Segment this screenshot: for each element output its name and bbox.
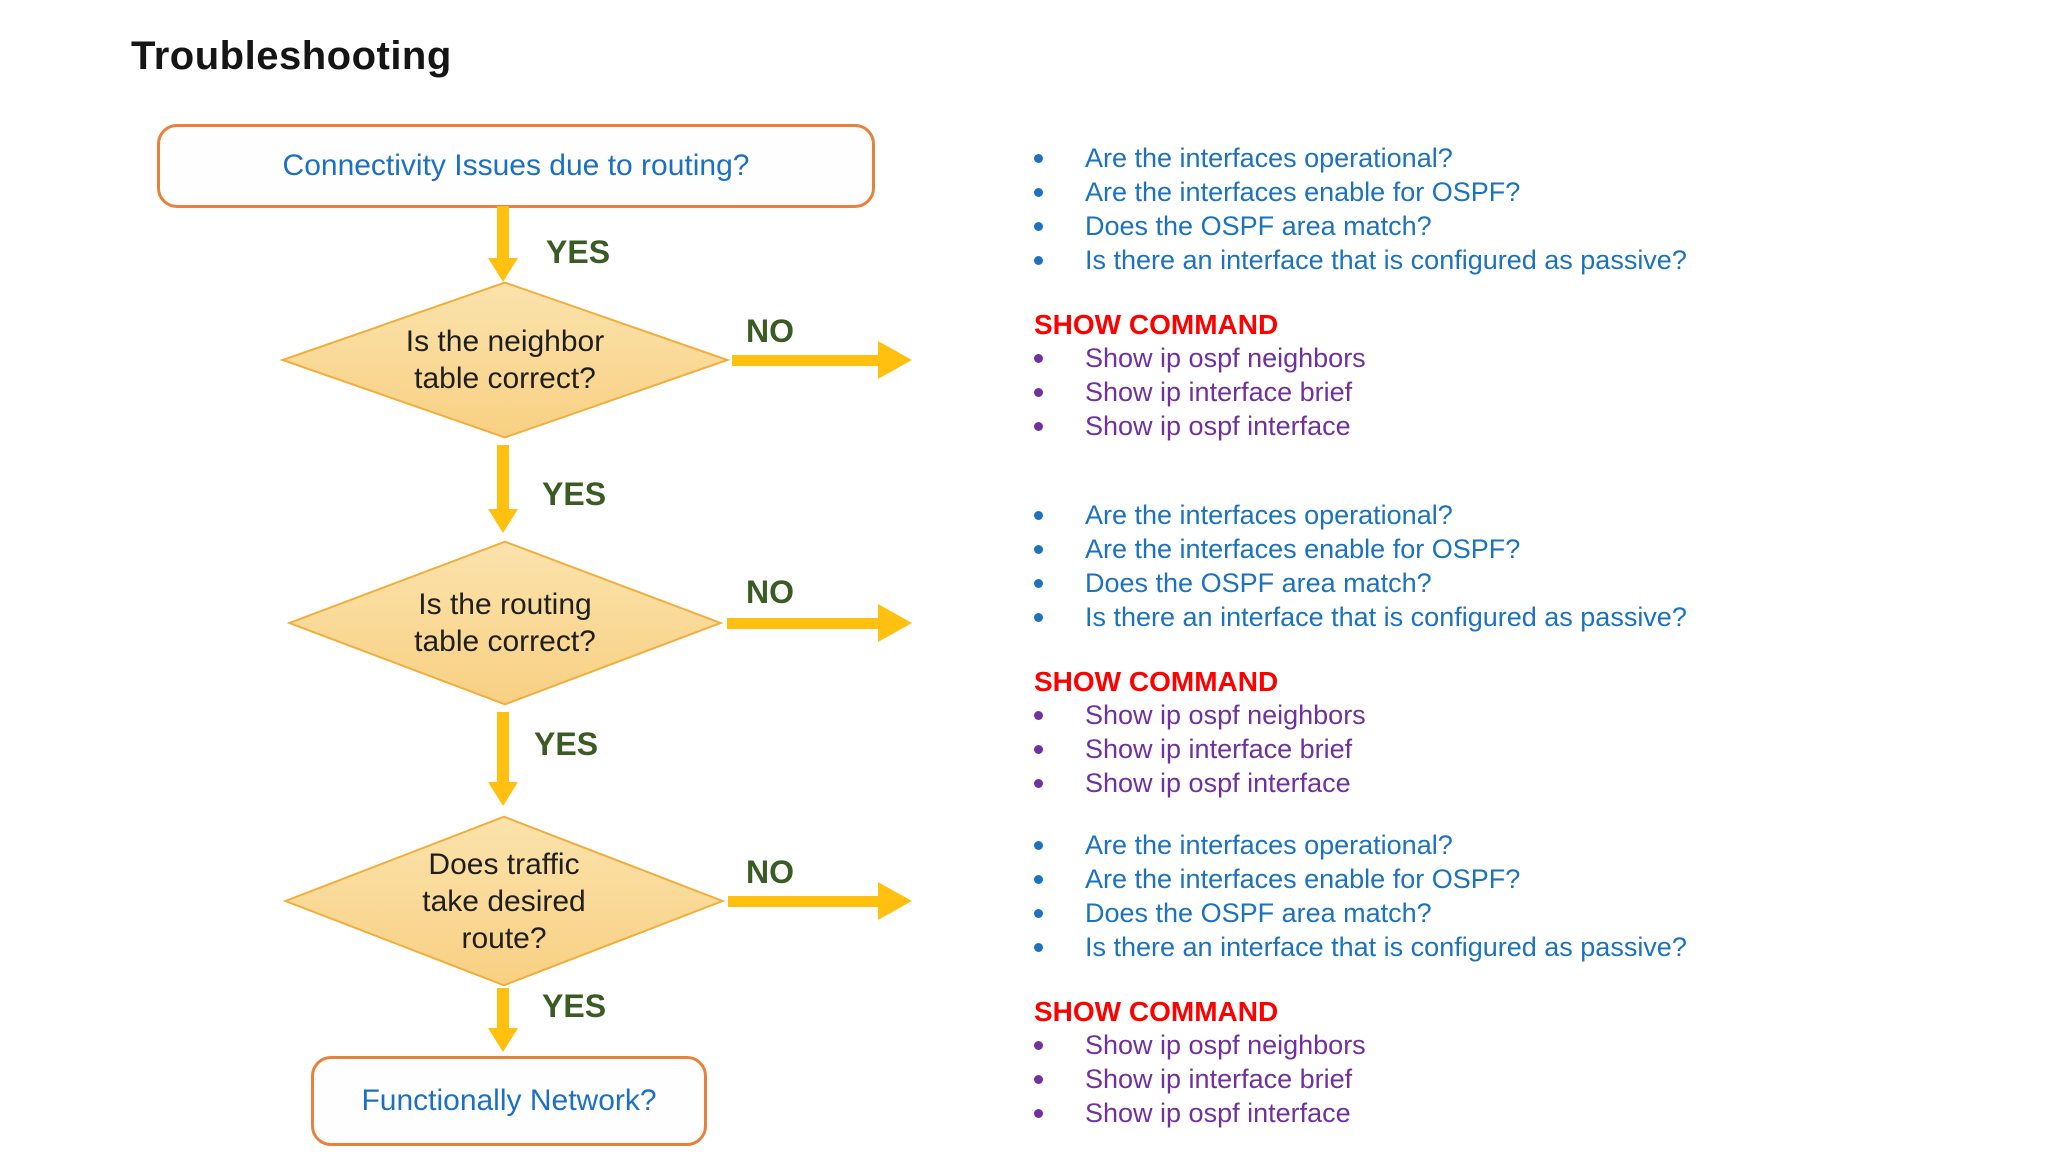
- question-item: Does the OSPF area match?: [1034, 209, 1724, 243]
- question-item: Are the interfaces operational?: [1034, 828, 1724, 862]
- question-item: Are the interfaces enable for OSPF?: [1034, 175, 1724, 209]
- question-item: Are the interfaces enable for OSPF?: [1034, 862, 1724, 896]
- arrow-down-icon: [488, 206, 518, 282]
- yes-label-1: YES: [546, 234, 611, 270]
- end-node-label: Functionally Network?: [361, 1084, 657, 1117]
- command-item: Show ip interface brief: [1034, 375, 1724, 409]
- checklist-panel-2: Are the interfaces operational? Are the …: [1034, 498, 1724, 800]
- diamond-shape-icon: [278, 281, 732, 439]
- bullet-icon: [1034, 544, 1043, 554]
- decision-node-traffic-route: Does traffic take desired route?: [281, 815, 727, 987]
- bullet-icon: [1034, 421, 1043, 431]
- question-item: Are the interfaces operational?: [1034, 498, 1724, 532]
- bullet-icon: [1034, 874, 1043, 884]
- bullet-icon: [1034, 153, 1043, 163]
- checklist-panel-3: Are the interfaces operational? Are the …: [1034, 828, 1724, 1130]
- diamond-shape-icon: [285, 540, 725, 706]
- bullet-icon: [1034, 510, 1043, 520]
- page-title: Troubleshooting: [131, 34, 452, 78]
- bullet-icon: [1034, 744, 1043, 754]
- checklist-panel-1: Are the interfaces operational? Are the …: [1034, 141, 1724, 443]
- start-node: Connectivity Issues due to routing?: [157, 124, 875, 208]
- command-item: Show ip interface brief: [1034, 1062, 1724, 1096]
- bullet-icon: [1034, 578, 1043, 588]
- question-item: Does the OSPF area match?: [1034, 896, 1724, 930]
- command-item: Show ip ospf neighbors: [1034, 341, 1724, 375]
- bullet-icon: [1034, 1108, 1043, 1118]
- show-command-heading: SHOW COMMAND: [1034, 309, 1279, 340]
- decision-label: Is the routing table correct?: [414, 588, 596, 658]
- bullet-icon: [1034, 1040, 1043, 1050]
- bullet-icon: [1034, 710, 1043, 720]
- start-node-label: Connectivity Issues due to routing?: [282, 149, 750, 182]
- yes-label-2: YES: [542, 476, 607, 512]
- no-label-3: NO: [746, 854, 794, 890]
- bullet-icon: [1034, 612, 1043, 622]
- decision-label: Does traffic take desired route?: [422, 847, 586, 955]
- arrow-right-icon: [727, 604, 912, 642]
- question-item: Is there an interface that is configured…: [1034, 600, 1724, 634]
- command-item: Show ip ospf interface: [1034, 1096, 1724, 1130]
- diamond-shape-icon: [281, 815, 727, 987]
- bullet-icon: [1034, 387, 1043, 397]
- bullet-icon: [1034, 942, 1043, 952]
- command-item: Show ip ospf interface: [1034, 409, 1724, 443]
- question-item: Are the interfaces enable for OSPF?: [1034, 532, 1724, 566]
- bullet-icon: [1034, 840, 1043, 850]
- no-label-1: NO: [746, 313, 794, 349]
- decision-node-neighbor-table: Is the neighbor table correct?: [278, 281, 732, 439]
- yes-label-4: YES: [542, 988, 607, 1024]
- command-item: Show ip ospf neighbors: [1034, 698, 1724, 732]
- decision-label: Is the neighbor table correct?: [405, 325, 605, 395]
- decision-node-routing-table: Is the routing table correct?: [285, 540, 725, 706]
- bullet-icon: [1034, 353, 1043, 363]
- show-command-heading: SHOW COMMAND: [1034, 666, 1279, 697]
- command-item: Show ip ospf interface: [1034, 766, 1724, 800]
- arrow-down-icon: [488, 445, 518, 533]
- bullet-icon: [1034, 221, 1043, 231]
- question-item: Is there an interface that is configured…: [1034, 930, 1724, 964]
- command-item: Show ip interface brief: [1034, 732, 1724, 766]
- bullet-icon: [1034, 778, 1043, 788]
- arrow-down-icon: [488, 988, 518, 1052]
- arrow-right-icon: [728, 882, 912, 920]
- show-command-heading: SHOW COMMAND: [1034, 996, 1279, 1027]
- question-item: Are the interfaces operational?: [1034, 141, 1724, 175]
- end-node: Functionally Network?: [311, 1056, 707, 1146]
- command-item: Show ip ospf neighbors: [1034, 1028, 1724, 1062]
- yes-label-3: YES: [534, 726, 599, 762]
- bullet-icon: [1034, 255, 1043, 265]
- arrow-down-icon: [488, 712, 518, 806]
- question-item: Does the OSPF area match?: [1034, 566, 1724, 600]
- bullet-icon: [1034, 187, 1043, 197]
- bullet-icon: [1034, 908, 1043, 918]
- question-item: Is there an interface that is configured…: [1034, 243, 1724, 277]
- arrow-right-icon: [732, 341, 912, 379]
- bullet-icon: [1034, 1074, 1043, 1084]
- no-label-2: NO: [746, 574, 794, 610]
